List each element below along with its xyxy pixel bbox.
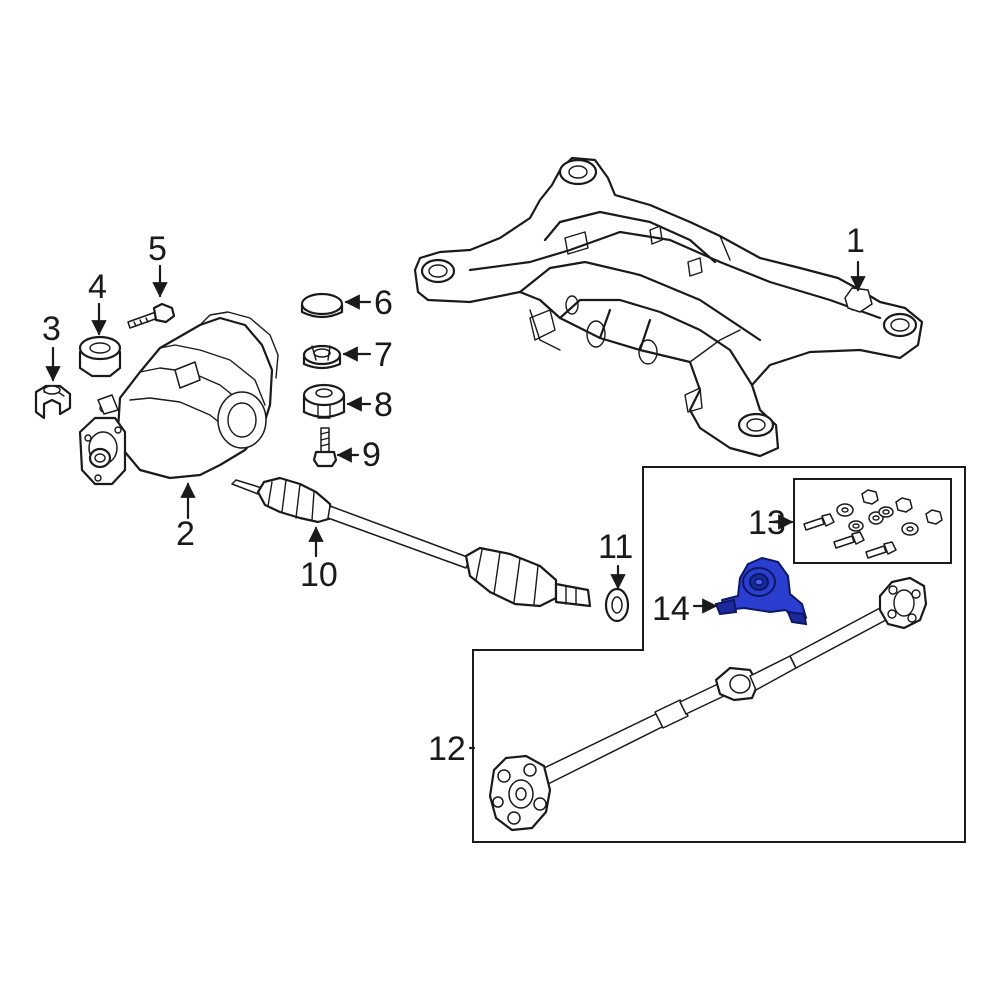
callout-11: 11 xyxy=(598,528,633,566)
hardware-kit-box xyxy=(793,478,952,564)
mount-clip[interactable] xyxy=(34,384,72,420)
washer[interactable] xyxy=(604,587,630,623)
lower-insert[interactable] xyxy=(302,383,346,419)
differential[interactable] xyxy=(78,311,279,486)
callout-1: 1 xyxy=(846,222,865,260)
axle-shaft[interactable] xyxy=(231,476,592,608)
differential-bolt[interactable] xyxy=(127,302,176,329)
callout-4: 4 xyxy=(88,268,107,306)
cap[interactable] xyxy=(300,292,344,319)
callout-7: 7 xyxy=(374,336,393,374)
flange-bolt[interactable] xyxy=(312,427,338,468)
drive-shaft[interactable] xyxy=(488,576,928,832)
callout-12: 12 xyxy=(428,730,466,768)
callout-13: 13 xyxy=(748,504,786,542)
rear-subframe[interactable] xyxy=(413,156,924,458)
callout-10: 10 xyxy=(300,556,338,594)
callout-3: 3 xyxy=(42,310,61,348)
callout-6: 6 xyxy=(374,284,393,322)
center-support-bearing[interactable] xyxy=(714,557,808,626)
upper-insert[interactable] xyxy=(302,344,342,370)
callout-8: 8 xyxy=(374,386,393,424)
differential-bushing[interactable] xyxy=(78,335,122,378)
callout-5: 5 xyxy=(148,230,167,268)
driveshaft-group-box xyxy=(472,466,966,843)
callout-14: 14 xyxy=(652,590,690,628)
hardware-kit[interactable] xyxy=(803,489,943,559)
callout-2: 2 xyxy=(176,515,195,553)
callout-9: 9 xyxy=(362,436,381,474)
